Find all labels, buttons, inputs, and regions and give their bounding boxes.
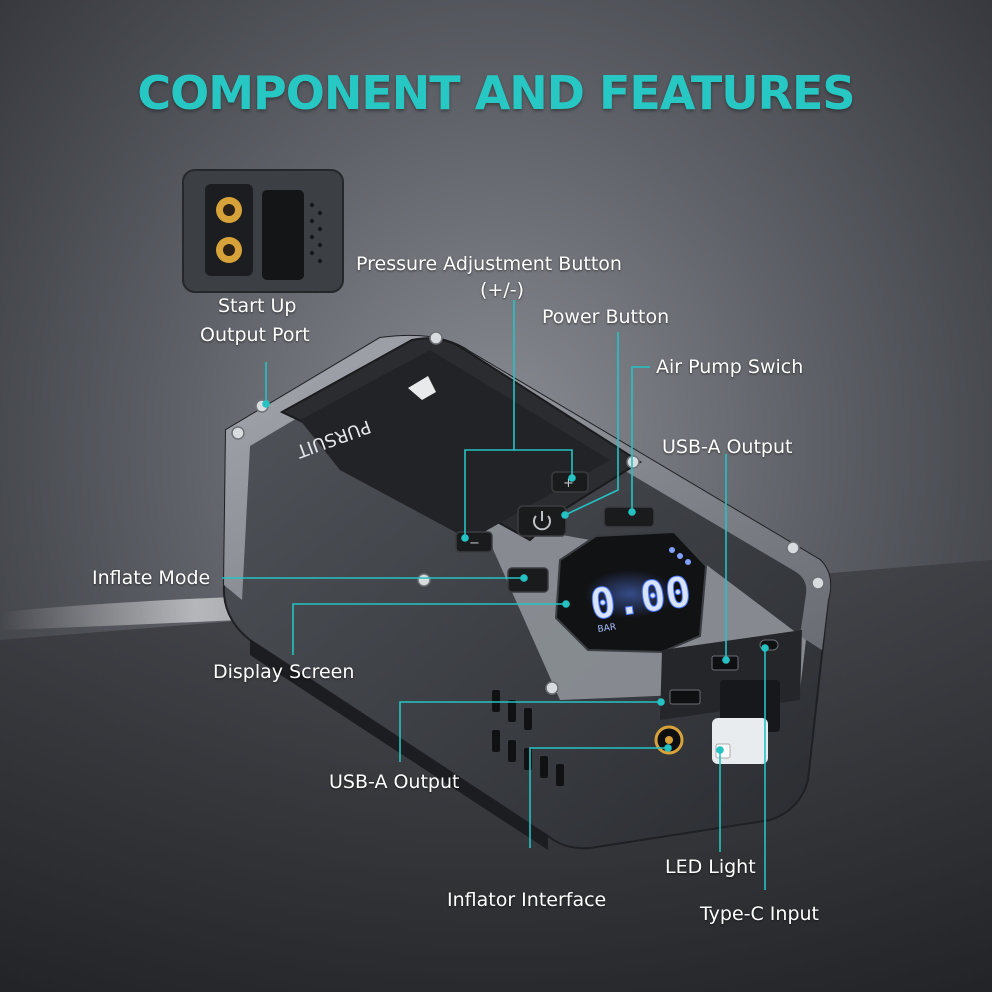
display-unit: BAR	[597, 622, 617, 634]
jump-port-icon	[216, 197, 242, 263]
svg-text:−: −	[469, 536, 480, 551]
label-pressure-line2: (+/-)	[480, 279, 525, 301]
label-inflator-interface: Inflator Interface	[447, 889, 607, 911]
label-usb-a-bottom: USB-A Output	[329, 771, 460, 793]
inflate-mode-button[interactable]	[507, 567, 549, 593]
power-icon	[533, 511, 551, 531]
page-title: COMPONENT AND FEATURES	[137, 66, 855, 120]
air-pump-button[interactable]	[603, 506, 655, 528]
device-body: PURSUIT + − 0.00 BAR	[222, 331, 832, 850]
startup-port-inset	[182, 169, 344, 293]
label-power: Power Button	[542, 306, 670, 328]
label-startup-line1: Start Up	[218, 295, 297, 317]
label-type-c: Type-C Input	[700, 903, 820, 925]
minus-icon: −	[469, 536, 480, 551]
display-screen: 0.00 BAR	[554, 530, 708, 654]
label-pressure-line1: Pressure Adjustment Button	[356, 253, 622, 275]
plus-icon: +	[563, 476, 574, 491]
label-led-light: LED Light	[665, 856, 756, 878]
svg-text:+: +	[563, 476, 574, 491]
logo-icon	[408, 376, 436, 400]
label-inflate-mode: Inflate Mode	[92, 567, 211, 589]
label-startup-line2: Output Port	[200, 324, 310, 346]
plus-button[interactable]	[551, 471, 589, 493]
label-display-screen: Display Screen	[213, 661, 355, 683]
callout-lines	[222, 300, 769, 890]
label-air-pump: Air Pump Swich	[656, 356, 804, 378]
label-usb-a-top: USB-A Output	[662, 436, 793, 458]
